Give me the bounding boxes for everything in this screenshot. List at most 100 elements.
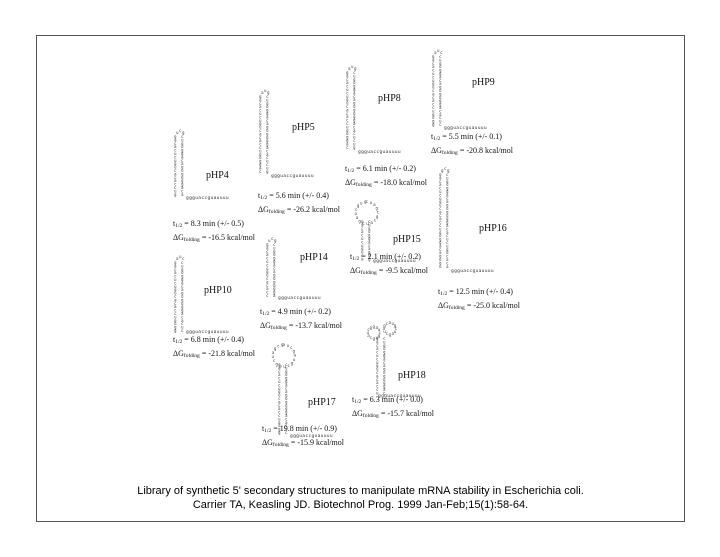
nucleotide: a: [174, 171, 177, 176]
nucleotide: c: [432, 95, 435, 100]
nucleotide: a: [174, 137, 177, 142]
tail-sequence: ggguaccguauuuu: [358, 150, 401, 155]
nucleotide: a: [181, 311, 184, 316]
nucleotide: c: [439, 206, 442, 211]
nucleotide: u: [439, 64, 442, 69]
nucleotide: c: [285, 386, 288, 391]
nucleotide: g: [439, 98, 442, 103]
nucleotide: g: [378, 333, 381, 338]
nucleotide: c: [376, 377, 379, 382]
nucleotide: c: [346, 77, 349, 82]
nucleotide: g: [273, 259, 276, 264]
folding-energy: ΔGfolding = -15.9 kcal/mol: [262, 438, 344, 448]
nucleotide: u: [346, 101, 349, 106]
nucleotide: g: [274, 346, 277, 351]
nucleotide: c: [266, 162, 269, 167]
nucleotide: u: [174, 151, 177, 156]
nucleotide: c: [278, 382, 281, 387]
nucleotide: u: [278, 379, 281, 384]
nucleotide: a: [285, 389, 288, 394]
nucleotide: c: [361, 239, 364, 244]
nucleotide: g: [439, 260, 442, 265]
nucleotide: u: [174, 314, 177, 319]
nucleotide: u: [272, 354, 275, 359]
nucleotide: c: [361, 253, 364, 258]
nucleotide: c: [346, 121, 349, 126]
nucleotide: u: [259, 111, 262, 116]
folding-energy: ΔGfolding = -13.7 kcal/mol: [260, 321, 342, 331]
half-life: t1/2 = 8.3 min (+/- 0.5): [173, 219, 244, 229]
tail-sequence: ggguaccguauuuu: [373, 259, 416, 264]
nucleotide: g: [285, 393, 288, 398]
nucleotide: u: [285, 396, 288, 401]
nucleotide: g: [181, 267, 184, 272]
nucleotide: g: [394, 323, 397, 328]
construct-stats: t1/2 = 5.5 min (+/- 0.1)ΔGfolding = -20.…: [431, 131, 513, 159]
construct-name: pHP5: [292, 122, 315, 133]
figure-frame: [36, 35, 685, 522]
nucleotide: u: [266, 159, 269, 164]
nucleotide: c: [174, 141, 177, 146]
nucleotide: g: [441, 168, 444, 173]
nucleotide: c: [432, 61, 435, 66]
nucleotide: c: [174, 274, 177, 279]
nucleotide: u: [259, 118, 262, 123]
nucleotide: g: [346, 135, 349, 140]
nucleotide: c: [174, 182, 177, 187]
nucleotide: c: [174, 311, 177, 316]
nucleotide: g: [370, 325, 373, 330]
nucleotide: g: [373, 324, 376, 329]
nucleotide: u: [346, 124, 349, 129]
nucleotide: c: [346, 90, 349, 95]
nucleotide: a: [439, 209, 442, 214]
nucleotide: c: [439, 247, 442, 252]
nucleotide: u: [266, 266, 269, 271]
nucleotide: a: [278, 399, 281, 404]
nucleotide: g: [266, 169, 269, 174]
nucleotide: g: [174, 318, 177, 323]
nucleotide: c: [366, 199, 369, 204]
nucleotide: c: [446, 240, 449, 245]
nucleotide: u: [273, 283, 276, 288]
construct-stats: t1/2 = 12.5 min (+/- 0.4)ΔGfolding = -25…: [438, 286, 520, 314]
nucleotide: u: [376, 367, 379, 372]
nucleotide: g: [259, 121, 262, 126]
nucleotide: g: [278, 427, 281, 432]
construct-name: pHP9: [472, 77, 495, 88]
nucleotide: u: [273, 252, 276, 257]
nucleotide: a: [432, 64, 435, 69]
nucleotide: g: [181, 178, 184, 183]
nucleotide: u: [174, 188, 177, 193]
nucleotide: c: [278, 369, 281, 374]
nucleotide: g: [259, 152, 262, 157]
nucleotide: a: [383, 387, 386, 392]
nucleotide: c: [432, 68, 435, 73]
nucleotide: c: [376, 384, 379, 389]
nucleotide: g: [446, 216, 449, 221]
nucleotide: g: [174, 328, 177, 333]
nucleotide: u: [293, 357, 296, 362]
nucleotide: g: [368, 236, 371, 241]
folding-energy: ΔGfolding = -18.0 kcal/mol: [345, 178, 427, 188]
nucleotide: u: [378, 327, 381, 332]
nucleotide: c: [277, 343, 280, 348]
construct-stats: t1/2 = 19.8 min (+/- 0.9)ΔGfolding = -15…: [262, 423, 344, 451]
nucleotide: u: [278, 393, 281, 398]
nucleotide: u: [285, 365, 288, 370]
nucleotide: c: [181, 314, 184, 319]
nucleotide: u: [383, 346, 386, 351]
nucleotide: u: [439, 257, 442, 262]
nucleotide: g: [285, 376, 288, 381]
nucleotide: c: [278, 403, 281, 408]
nucleotide: u: [346, 94, 349, 99]
nucleotide: g: [174, 260, 177, 265]
nucleotide: u: [439, 196, 442, 201]
nucleotide: g: [181, 165, 184, 170]
nucleotide: c: [346, 104, 349, 109]
nucleotide: c: [383, 336, 386, 341]
